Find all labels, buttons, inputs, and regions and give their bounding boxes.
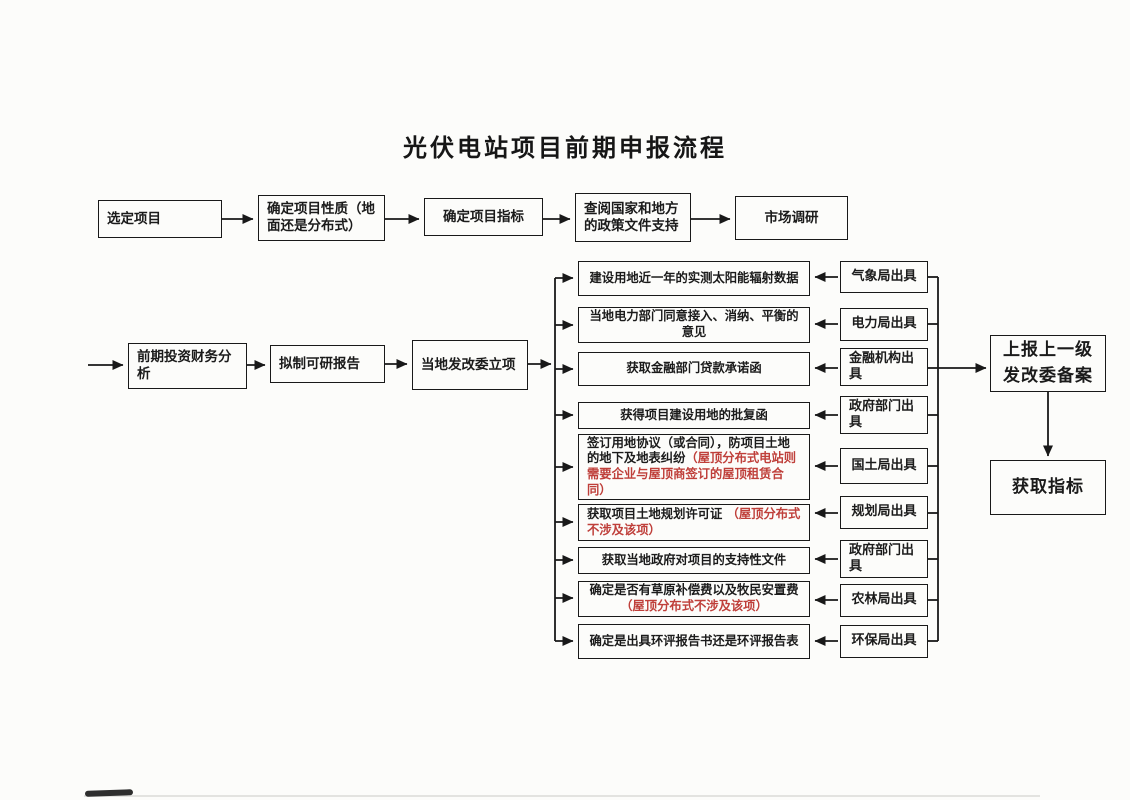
step-label: 上报上一级发改委备案 [1003,340,1093,386]
step-feasibility-report: 拟制可研报告 [270,345,385,383]
issuer-label: 电力局出具 [851,316,917,332]
page-title: 光伏电站项目前期申报流程 [403,134,727,162]
task-grid-connection-opinion: 当地电力部门同意接入、消纳、平衡的意见 [578,307,810,343]
step-investment-analysis: 前期投资财务分析 [128,343,247,389]
step-project-quota: 确定项目指标 [424,198,543,236]
task-text: 获取当地政府对项目的支持性文件 [601,552,787,567]
step-label: 拟制可研报告 [279,355,360,372]
step-file-with-higher-ndrc: 上报上一级发改委备案 [990,335,1106,392]
step-label: 市场调研 [764,209,819,226]
step-label: 查阅国家和地方的政策文件支持 [584,200,679,234]
task-government-support-doc: 获取当地政府对项目的支持性文件 [578,547,810,574]
step-ndrc-approval: 当地发改委立项 [412,340,528,390]
task-text: 当地电力部门同意接入、消纳、平衡的意见 [589,309,799,339]
issuer-financial-institution: 金融机构出具 [840,348,928,386]
task-red-note: （屋顶分布式不涉及该项） [620,599,768,613]
task-text: 建设用地近一年的实测太阳能辐射数据 [589,270,799,285]
step-label: 确定项目性质（地面还是分布式） [267,201,375,234]
issuer-agriculture-forestry-bureau: 农林局出具 [840,584,928,617]
issuer-label: 规划局出具 [851,504,917,520]
issuer-label: 政府部门出具 [849,542,915,574]
issuer-meteorological-bureau: 气象局出具 [840,261,928,293]
task-loan-commitment: 获取金融部门贷款承诺函 [578,352,810,386]
task-planning-permit: 获取项目土地规划许可证 （屋顶分布式不涉及该项） [578,504,810,541]
task-text: 获得项目建设用地的批复函 [620,407,768,422]
issuer-label: 金融机构出具 [849,350,915,382]
issuer-land-bureau: 国土局出具 [840,448,928,484]
task-grassland-compensation: 确定是否有草原补偿费以及牧民安置费（屋顶分布式不涉及该项） [578,581,810,617]
step-policy-research: 查阅国家和地方的政策文件支持 [575,193,691,242]
task-red-note: （屋顶分布式电站则需要企业与屋顶商签订的屋顶租赁合同） [587,451,797,497]
step-market-research: 市场调研 [735,196,848,240]
task-text: 确定是出具环评报告书还是环评报告表 [589,633,799,648]
issuer-label: 农林局出具 [851,592,917,608]
task-text: 签订用地协议（或合同），防项目土地的地下及地表纠纷（屋顶分布式电站则需要企业与屋… [587,435,797,497]
task-land-agreement: 签订用地协议（或合同），防项目土地的地下及地表纠纷（屋顶分布式电站则需要企业与屋… [578,434,810,500]
scan-streak [84,795,1040,797]
issuer-power-bureau: 电力局出具 [840,308,928,341]
step-label: 前期投资财务分析 [137,349,232,382]
issuer-government-department-1: 政府部门出具 [840,396,928,434]
task-eia-report-type: 确定是出具环评报告书还是环评报告表 [578,624,810,659]
step-label: 获取指标 [1012,476,1084,497]
task-text: 确定是否有草原补偿费以及牧民安置费（屋顶分布式不涉及该项） [589,583,799,613]
step-obtain-quota: 获取指标 [990,460,1106,515]
task-red-note: （屋顶分布式不涉及该项） [587,506,801,537]
issuer-environmental-bureau: 环保局出具 [840,625,928,658]
issuer-government-department-2: 政府部门出具 [840,540,928,578]
issuer-label: 环保局出具 [851,633,917,649]
issuer-label: 政府部门出具 [849,398,915,430]
step-label: 确定项目指标 [443,208,524,225]
step-label: 当地发改委立项 [421,356,516,373]
issuer-label: 气象局出具 [851,268,917,284]
issuer-planning-bureau: 规划局出具 [840,496,928,529]
step-label: 选定项目 [107,210,161,227]
issuer-label: 国土局出具 [851,457,917,473]
task-solar-radiation-data: 建设用地近一年的实测太阳能辐射数据 [578,261,810,296]
task-text: 获取项目土地规划许可证 （屋顶分布式不涉及该项） [587,506,801,537]
task-land-approval-letter: 获得项目建设用地的批复函 [578,402,810,429]
step-select-project: 选定项目 [98,200,222,238]
step-project-nature: 确定项目性质（地面还是分布式） [258,195,385,241]
task-text: 获取金融部门贷款承诺函 [626,361,762,376]
